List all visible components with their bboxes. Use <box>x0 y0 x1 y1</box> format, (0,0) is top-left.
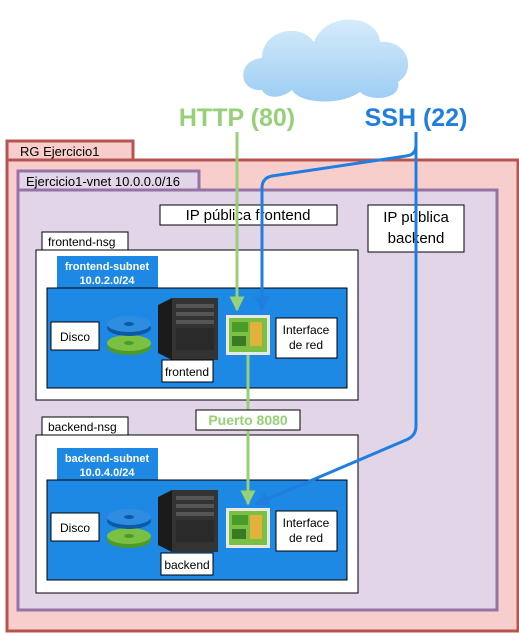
server-backend-label: backend <box>164 558 209 572</box>
port-8080-label: Puerto 8080 <box>208 412 288 428</box>
port-8080-label-box: Puerto 8080 <box>195 409 301 431</box>
public-ip-frontend: IP pública frontend <box>159 204 338 226</box>
public-ip-frontend-label: IP pública frontend <box>186 207 311 224</box>
nic-frontend-line1: Interface <box>283 323 330 337</box>
subnet-frontend-name: frontend-subnet <box>65 261 150 273</box>
server-backend-label-box: backend <box>160 552 214 576</box>
nic-backend-line2: de red <box>289 531 323 545</box>
nic-frontend-line2: de red <box>289 338 323 352</box>
nsg-backend-label: backend-nsg <box>48 420 117 434</box>
ssh-backend-connector <box>254 132 418 506</box>
disk-icon <box>107 316 151 355</box>
disk-backend-label: Disco <box>60 521 90 535</box>
disk-frontend-label-box: Disco <box>50 321 100 351</box>
disk-backend-label-box: Disco <box>50 512 100 542</box>
server-frontend-label-box: frontend <box>161 359 214 383</box>
nic-icon <box>226 508 270 548</box>
http-label: HTTP (80) <box>179 104 295 132</box>
ssh-label: SSH (22) <box>365 104 468 132</box>
subnet-backend-cidr: 10.0.4.0/24 <box>79 467 135 479</box>
server-icon <box>158 298 218 360</box>
nsg-frontend-label: frontend-nsg <box>48 235 115 249</box>
nic-icon <box>226 315 270 355</box>
cloud-icon <box>243 19 409 102</box>
vnet-label: Ejercicio1-vnet 10.0.0.0/16 <box>26 174 180 189</box>
subnet-backend-name: backend-subnet <box>65 453 150 465</box>
nic-frontend-label-box: Interface de red <box>275 317 338 359</box>
server-frontend-label: frontend <box>165 365 209 379</box>
subnet-frontend-cidr: 10.0.2.0/24 <box>79 275 135 287</box>
resource-group-label: RG Ejercicio1 <box>20 144 99 159</box>
server-icon <box>158 490 218 552</box>
nic-backend-label-box: Interface de red <box>275 510 338 552</box>
nic-backend-line1: Interface <box>283 516 330 530</box>
disk-frontend-label: Disco <box>60 330 90 344</box>
disk-icon <box>107 509 151 548</box>
